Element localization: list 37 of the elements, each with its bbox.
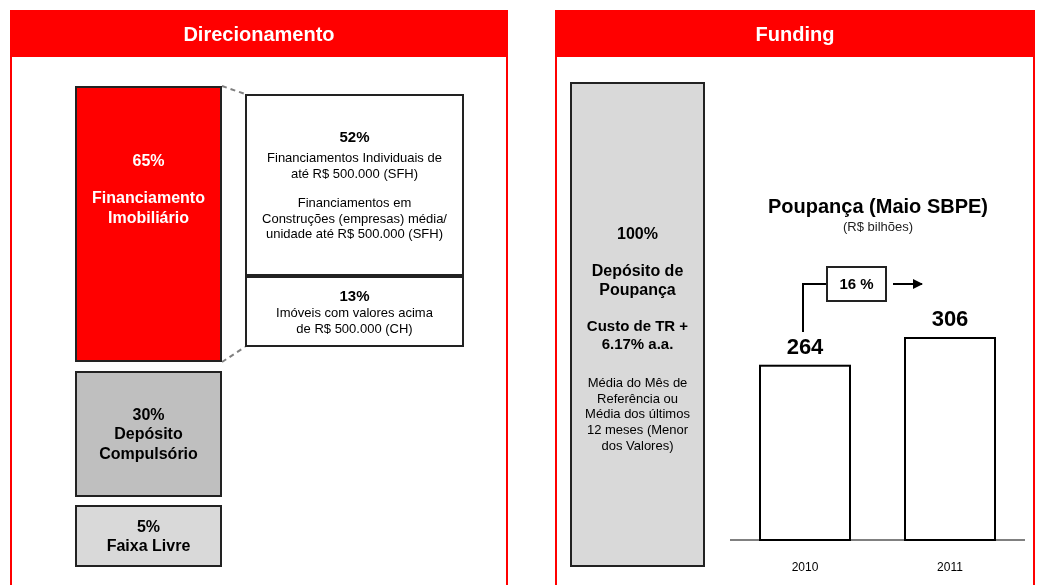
description-text: Custo de TR + 6.17% a.a.: [585, 317, 690, 354]
category-box: [75, 505, 222, 567]
funding-box: [570, 82, 705, 567]
description-text: Financiamento Imobiliário: [91, 188, 206, 227]
percentage-text: 16 %: [839, 275, 874, 293]
panel: [555, 10, 1035, 585]
category-box: [75, 86, 222, 362]
description-text: Financiamentos Individuais de até R$ 500.000 (SFH): [266, 150, 443, 182]
category-box: [75, 371, 222, 497]
percentage-text: 52%: [339, 128, 370, 146]
percentage-text: 100%: [617, 223, 658, 243]
description-text: Depósito Compulsório: [98, 424, 199, 463]
panel: [10, 10, 508, 585]
percentage-text: 30%: [132, 405, 165, 425]
percentage-text: 5%: [136, 516, 161, 536]
chart-title: Poupança (Maio SBPE): [768, 195, 988, 217]
growth-box: [826, 266, 887, 302]
category-box: [245, 94, 464, 276]
value-label: 264: [786, 333, 824, 359]
zoom-line: [221, 346, 246, 363]
category-box: [245, 276, 464, 347]
percentage-text: 13%: [339, 286, 370, 305]
panel-heading: Funding: [557, 12, 1033, 57]
description-text: Financiamentos em Construções (empresas) média/ unidade até R$ 500.000 (SFH): [261, 195, 448, 242]
description-text: Faixa Livre: [106, 536, 191, 556]
percentage-text: 65%: [132, 151, 165, 171]
zoom-line: [221, 85, 246, 95]
axis-label: 2010: [791, 560, 819, 574]
description-text: Média do Mês de Referência ou Média dos últimos 12 meses (Menor dos Valores): [584, 375, 691, 454]
description-text: Depósito de Poupança: [590, 260, 685, 300]
chart-subtitle: (R$ bilhões): [841, 219, 915, 234]
bracket-line: [802, 283, 827, 333]
growth-arrow: [892, 279, 923, 289]
panel-heading: Direcionamento: [12, 12, 506, 57]
value-label: 306: [931, 306, 969, 331]
axis-label: 2011: [937, 560, 963, 574]
description-text: Imóveis com valores acima de R$ 500.000 (CH): [275, 304, 434, 337]
